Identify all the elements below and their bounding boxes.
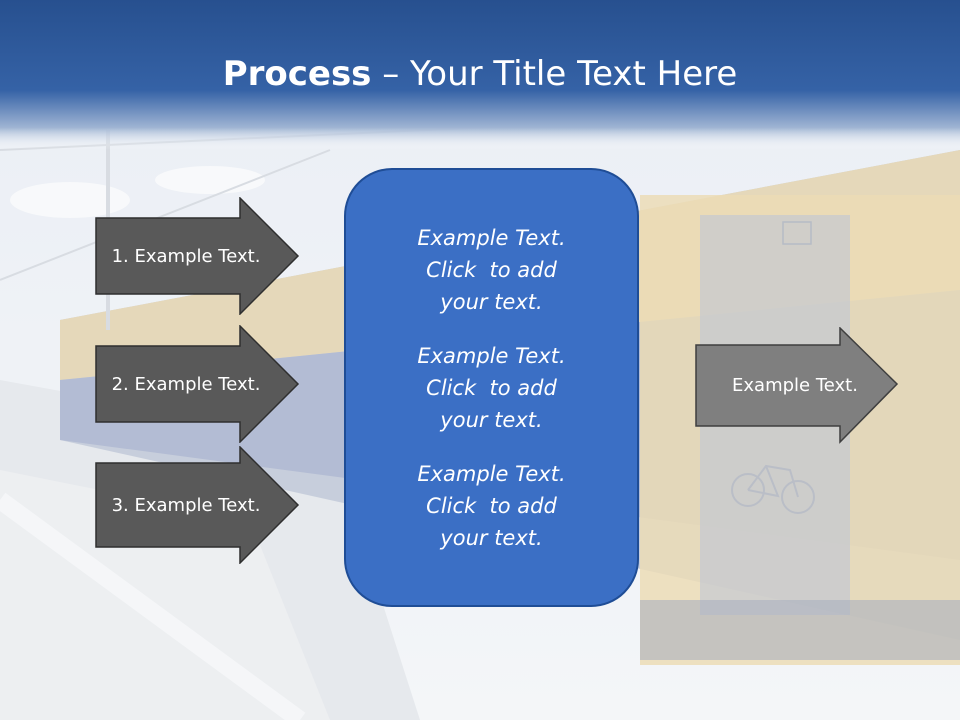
arrow-shape-icon — [695, 327, 899, 444]
paragraph-line: Click to add — [426, 493, 557, 518]
center-paragraph-3: Example Text. Click to add your text. — [417, 458, 565, 554]
step-arrow-1-label: 1. Example Text. — [111, 245, 261, 267]
slide-title: Process – Your Title Text Here — [0, 52, 960, 96]
paragraph-line: Example Text. — [417, 461, 566, 486]
step-arrow-3[interactable]: 3. Example Text. — [95, 446, 300, 564]
arrow-shape-icon — [95, 197, 300, 315]
arrow-shape-icon — [95, 325, 300, 443]
title-bold: Process — [222, 54, 372, 94]
step-arrow-2-label: 2. Example Text. — [111, 373, 261, 395]
step-arrow-2[interactable]: 2. Example Text. — [95, 325, 300, 443]
center-paragraph-2: Example Text. Click to add your text. — [417, 340, 565, 436]
arrow-shape-icon — [95, 446, 300, 564]
paragraph-line: your text. — [440, 525, 543, 550]
paragraph-line: your text. — [440, 289, 543, 314]
paragraph-line: your text. — [440, 407, 543, 432]
paragraph-line: Example Text. — [417, 343, 566, 368]
paragraph-line: Click to add — [426, 257, 557, 282]
title-rest: – Your Title Text Here — [371, 54, 738, 94]
center-text-box[interactable]: Example Text. Click to add your text. Ex… — [344, 168, 639, 607]
result-arrow[interactable]: Example Text. — [695, 327, 900, 445]
step-arrow-1[interactable]: 1. Example Text. — [95, 197, 300, 315]
center-paragraph-1: Example Text. Click to add your text. — [417, 222, 565, 318]
paragraph-line: Click to add — [426, 375, 557, 400]
step-arrow-3-label: 3. Example Text. — [111, 494, 261, 516]
paragraph-line: Example Text. — [417, 225, 566, 250]
result-arrow-label: Example Text. — [732, 374, 858, 396]
